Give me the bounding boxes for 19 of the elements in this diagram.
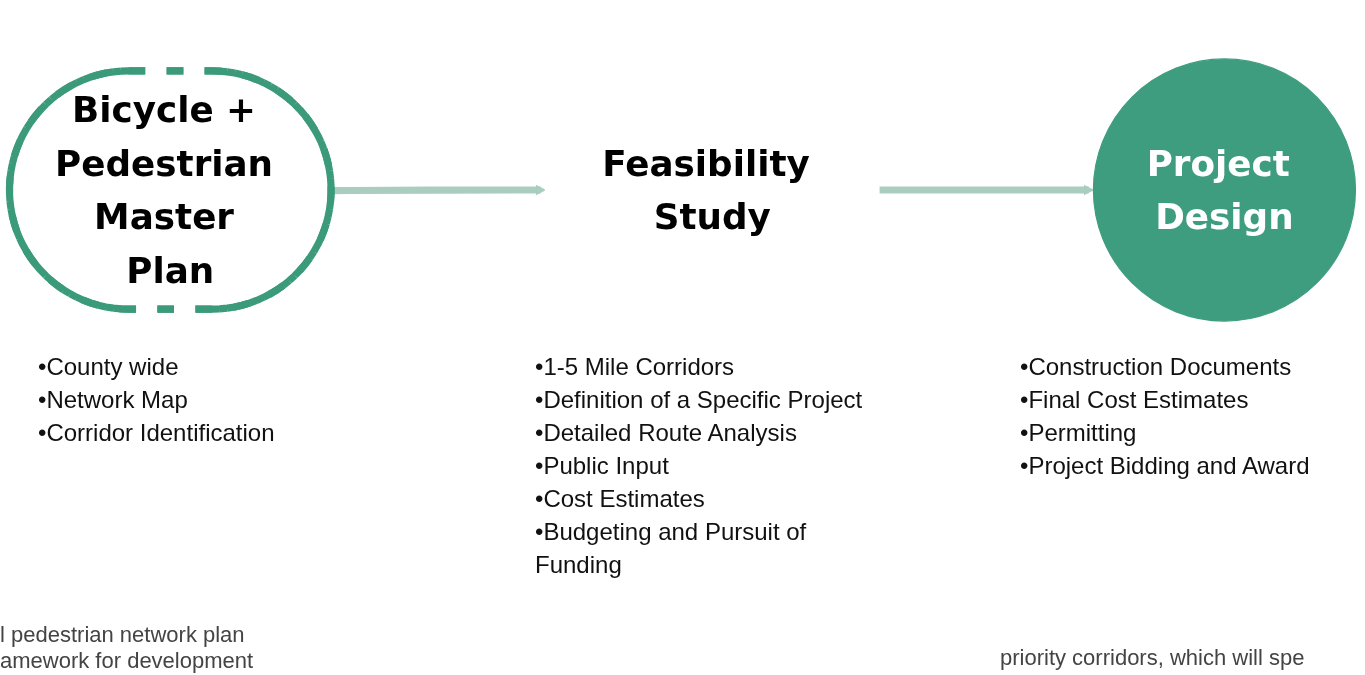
caption-text: l pedestrian network plan — [0, 622, 245, 648]
node-circle: Project Design — [1092, 58, 1357, 322]
bullet-item: •Network Map — [38, 385, 189, 415]
bullet-item: •Cost Estimates — [535, 484, 706, 514]
bullet-item: •Budgeting and Pursuit of Funding — [535, 517, 808, 580]
caption-text: priority corridors, which will spe — [1000, 645, 1305, 671]
bullet-item: •County wide — [38, 352, 180, 382]
bullet-item: •Project Bidding and Award — [1020, 451, 1311, 481]
bullet-item: •Definition of a Specific Project — [535, 385, 864, 415]
arrow — [879, 184, 1094, 196]
node-text: Feasibility Study — [602, 142, 810, 238]
bullet-item: •Detailed Route Analysis — [535, 418, 798, 448]
bullet-item: •Public Input — [535, 451, 670, 481]
caption-text: amework for development — [0, 648, 254, 674]
bullet-item: •Final Cost Estimates — [1020, 385, 1250, 415]
bullet-item: •1-5 Mile Corridors — [535, 352, 736, 382]
bullet-item: •Construction Documents — [1020, 352, 1293, 382]
bullet-item: •Corridor Identification — [38, 418, 276, 448]
bullet-item: •Permitting — [1020, 418, 1138, 448]
